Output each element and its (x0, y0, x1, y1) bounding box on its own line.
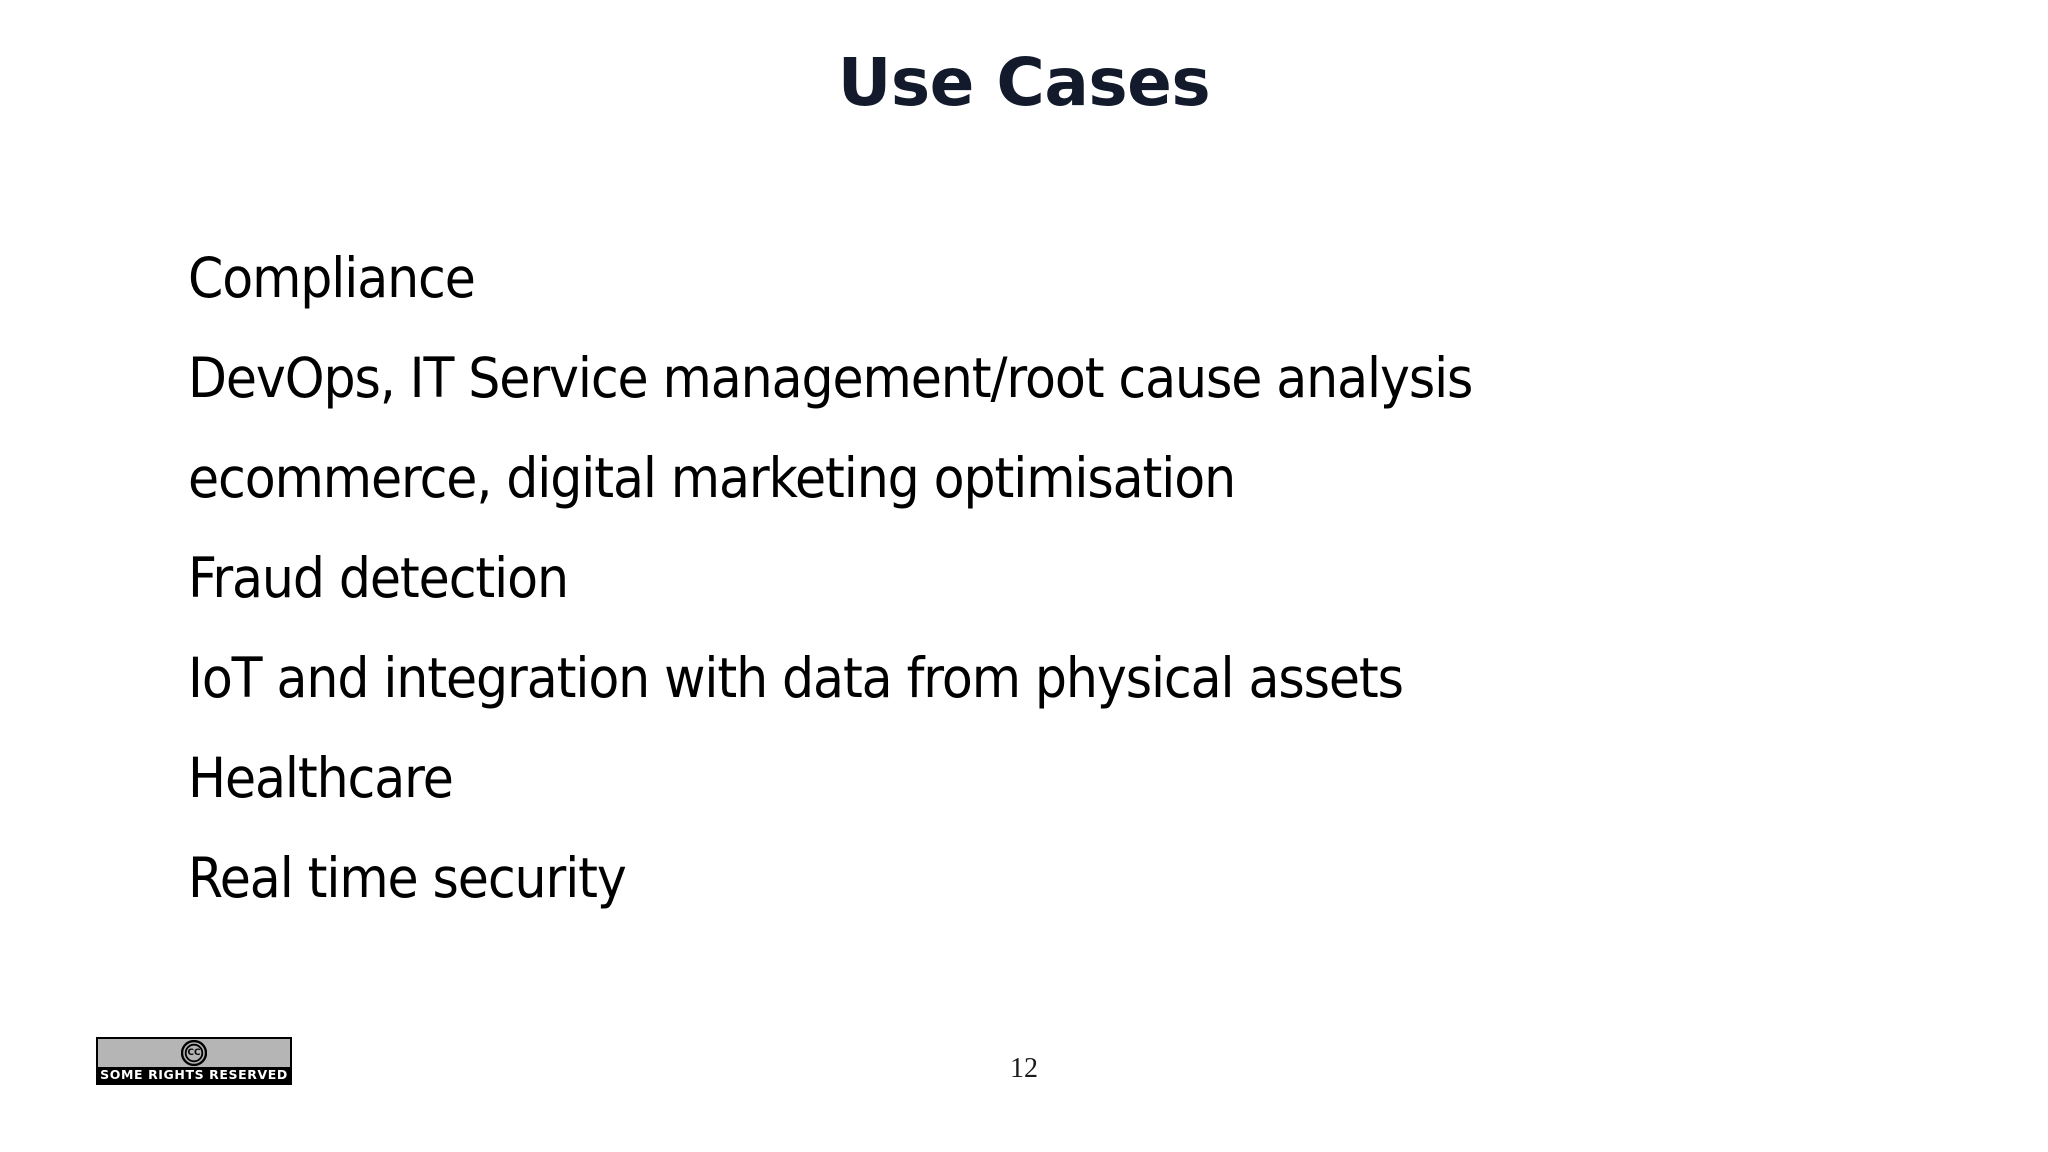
list-item: Compliance (188, 246, 476, 310)
cc-badge-caption: SOME RIGHTS RESERVED (98, 1067, 290, 1083)
page-title: Use Cases (837, 44, 1211, 121)
list-item: Fraud detection (188, 546, 569, 610)
list-item: DevOps, IT Service management/root cause… (188, 346, 1473, 410)
list-item: Healthcare (188, 746, 454, 810)
list-item: Real time security (188, 846, 627, 910)
list-item: IoT and integration with data from physi… (188, 646, 1404, 710)
cc-badge-top-area: CC (98, 1039, 290, 1067)
page-number: 12 (1010, 1053, 1038, 1084)
creative-commons-badge[interactable]: CC SOME RIGHTS RESERVED (96, 1037, 292, 1085)
bullet-list: Compliance DevOps, IT Service management… (188, 228, 1888, 928)
svg-text:CC: CC (188, 1048, 201, 1058)
creative-commons-icon: CC (181, 1040, 207, 1066)
list-item: ecommerce, digital marketing optimisatio… (188, 446, 1236, 510)
